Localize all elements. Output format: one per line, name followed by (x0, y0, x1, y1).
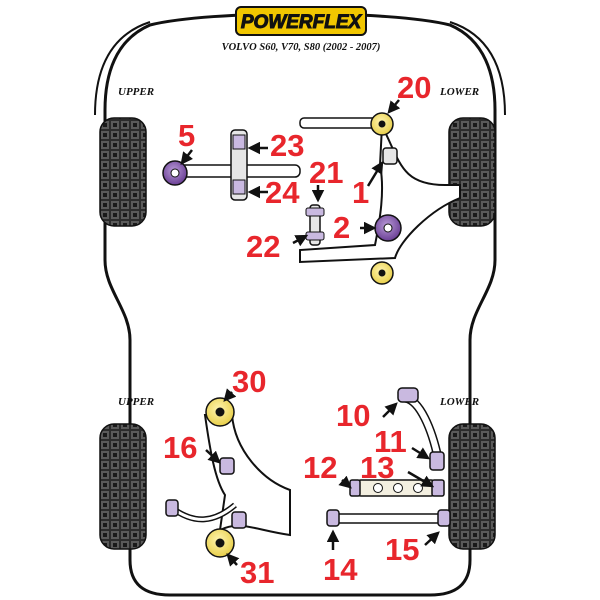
part-label-5: 5 (178, 118, 195, 153)
part-label-15: 15 (385, 532, 419, 567)
bush-16 (220, 458, 234, 474)
logo-text: POWERFLEX (241, 12, 363, 33)
tyre-front-right (449, 118, 495, 226)
part-label-14: 14 (323, 552, 358, 587)
part-label-22: 22 (246, 229, 280, 264)
front-lower-label: LOWER (439, 86, 479, 98)
part-label-1: 1 (352, 175, 369, 210)
front-upper-label: UPPER (118, 86, 154, 98)
front-lower-wishbone (300, 126, 460, 262)
part-label-16: 16 (163, 430, 197, 465)
bush-10 (398, 388, 418, 402)
bush-1 (383, 148, 397, 164)
part-label-20: 20 (397, 70, 431, 105)
tyre-rear-right (449, 424, 495, 549)
bush-23-24-mount (231, 130, 247, 200)
powerflex-logo: POWERFLEX (236, 7, 366, 35)
tyre-rear-left (100, 424, 146, 549)
tyre-front-left (100, 118, 146, 226)
bush-13 (432, 480, 444, 496)
part-label-24: 24 (265, 175, 300, 210)
rear-track-rod-14-15 (333, 514, 443, 523)
drop-link-21-22 (306, 205, 324, 245)
part-label-23: 23 (270, 128, 304, 163)
bush-14 (327, 510, 339, 526)
bush-11 (430, 452, 444, 470)
bush-rear-upper-inner (166, 500, 178, 516)
car-body-outline (105, 14, 495, 595)
bush-rear-upper-outer (232, 512, 246, 528)
rear-lower-label: LOWER (439, 396, 479, 408)
part-label-30: 30 (232, 364, 266, 399)
part-label-21: 21 (309, 155, 343, 190)
rear-upper-label: UPPER (118, 396, 154, 408)
bush-15 (438, 510, 450, 526)
vehicle-subtitle: VOLVO S60, V70, S80 (2002 - 2007) (222, 42, 381, 53)
part-label-12: 12 (303, 450, 337, 485)
part-label-10: 10 (336, 398, 370, 433)
part-label-2: 2 (333, 210, 350, 245)
part-label-13: 13 (360, 450, 394, 485)
bush-12 (350, 480, 360, 496)
part-label-31: 31 (240, 555, 274, 590)
